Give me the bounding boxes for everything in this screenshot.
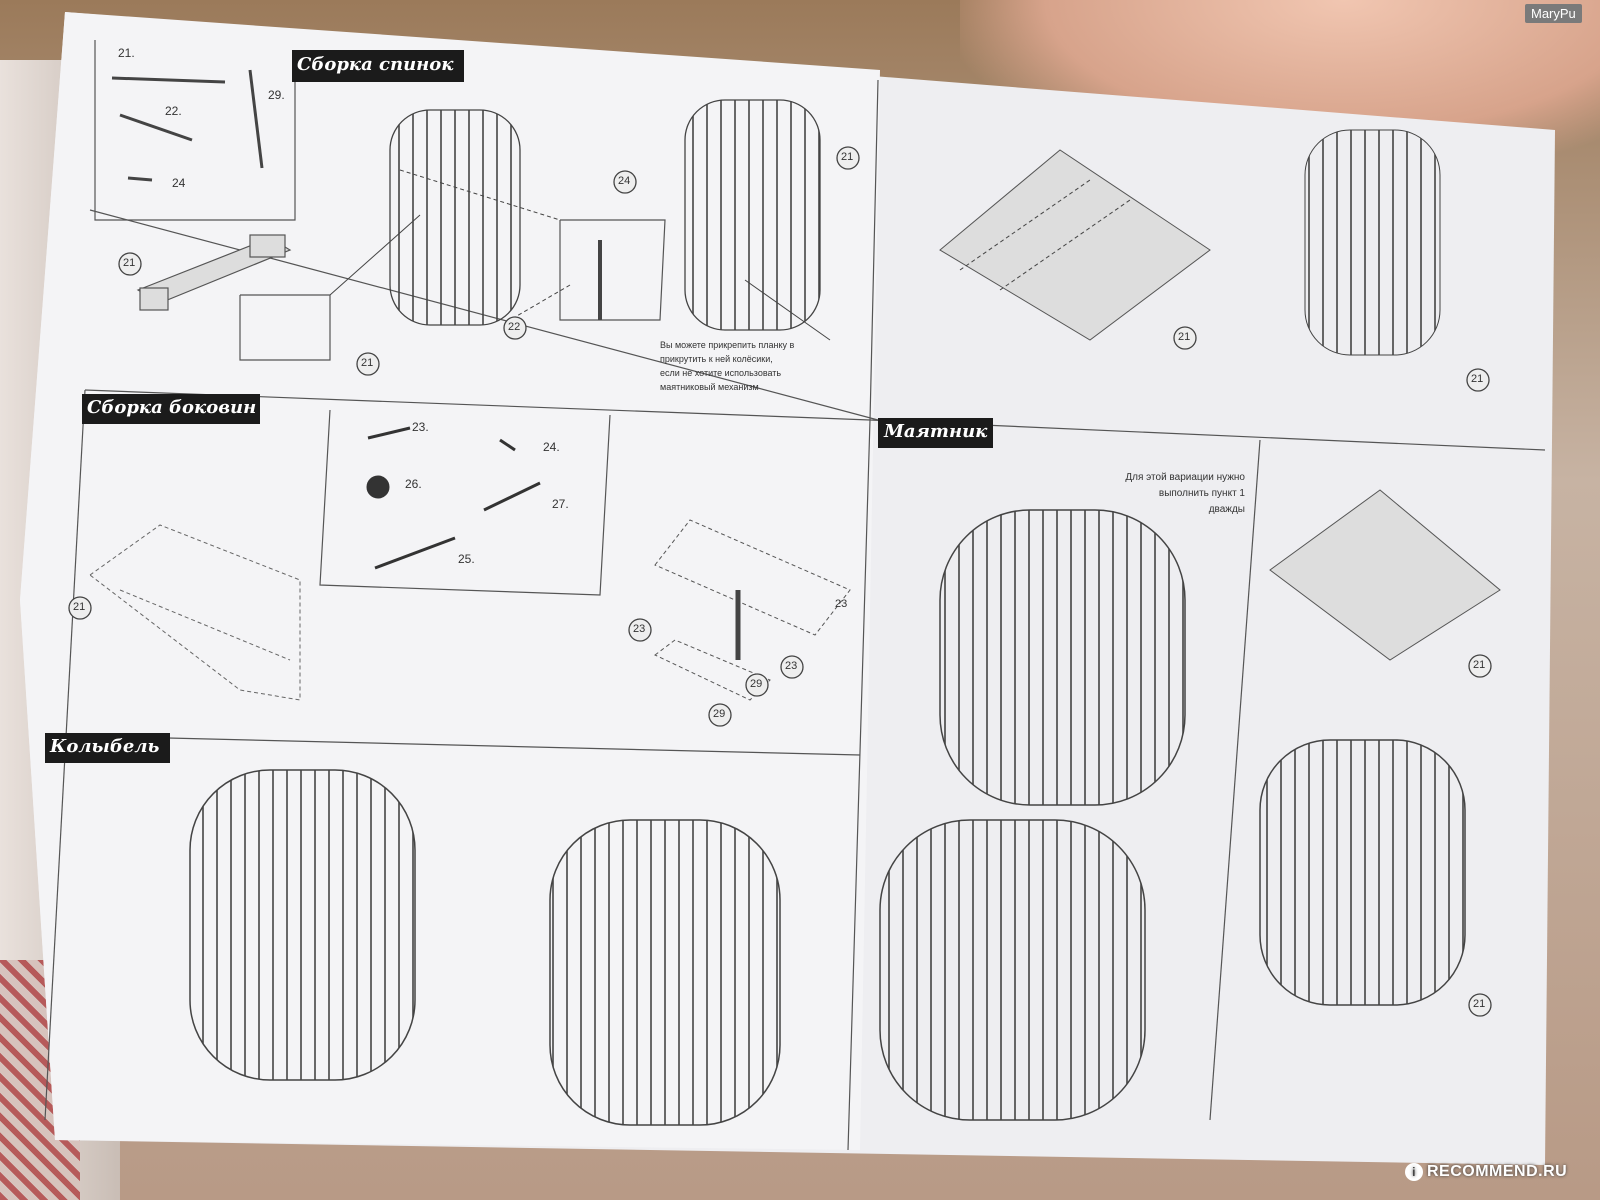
callout-21-f: 21	[73, 601, 86, 613]
wheels-note-line: если не хотите использовать	[660, 368, 782, 378]
pendulum-crib-drawing-2	[879, 819, 1146, 1121]
callout-21-b: 21	[361, 357, 374, 369]
part-label-23: 23.	[412, 420, 429, 434]
part-label-26: 26.	[405, 477, 422, 491]
frame-assembly-drawing	[939, 149, 1211, 341]
section-cradle-title: Колыбель	[50, 736, 160, 757]
pendulum-note-line: дважды	[1208, 504, 1245, 515]
part-label-25: 25.	[458, 552, 475, 566]
pendulum-note-line: выполнить пункт 1	[1158, 488, 1245, 499]
part-label-22: 22.	[165, 104, 182, 118]
sides-header-box	[82, 394, 260, 424]
part-label-24: 24	[172, 176, 186, 190]
cradle-drawing-2	[549, 819, 781, 1126]
back-drawing-1	[389, 109, 521, 326]
pendulum-crib-drawing-1	[939, 509, 1186, 806]
callout-23-a: 23	[633, 623, 646, 635]
pendulum-note-line: Для этой вариации нужно	[1125, 472, 1245, 483]
callout-21-a: 21	[123, 257, 136, 269]
pendulum-crib-drawing-3	[1259, 739, 1466, 1006]
callout-21-g: 21	[1473, 659, 1486, 671]
section-backs-title: Сборка спинок	[297, 54, 454, 75]
callout-21-c: 21	[841, 151, 854, 163]
callout-21-h: 21	[1473, 998, 1486, 1010]
pendulum-note: Для этой вариации нужно выполнить пункт …	[1060, 470, 1245, 518]
wheels-note: Вы можете прикрепить планку в прикрутить…	[660, 338, 850, 394]
callout-24: 24	[618, 175, 631, 187]
cradle-header-box	[45, 733, 170, 763]
watermark-site-text: RECOMMEND.RU	[1427, 1163, 1568, 1181]
wheels-note-line: прикрутить к ней колёсики,	[660, 354, 773, 364]
recommend-logo-icon: i	[1405, 1163, 1423, 1181]
callout-22: 22	[508, 321, 521, 333]
backs-header-box	[292, 50, 464, 82]
callout-29-a: 29	[750, 678, 763, 690]
wheels-note-line: Вы можете прикрепить планку в	[660, 340, 795, 350]
part-label-29: 29.	[268, 88, 285, 102]
part-label-21: 21.	[118, 46, 135, 60]
pendulum-header-box	[878, 418, 993, 448]
callout-23-c: 23	[835, 598, 848, 610]
back-drawing-2	[684, 99, 821, 331]
callout-21-e: 21	[1471, 373, 1484, 385]
watermark-username: MaryPu	[1525, 4, 1582, 23]
wheels-note-line: маятниковый механизм	[660, 382, 759, 392]
section-sides-title: Сборка боковин	[87, 397, 257, 418]
cradle-drawing-1	[189, 769, 416, 1081]
callout-23-b: 23	[785, 660, 798, 672]
cylinder-drawing-right	[1304, 129, 1441, 356]
callout-21-d: 21	[1178, 331, 1191, 343]
part-label-24b: 24.	[543, 440, 560, 454]
callout-29-b: 29	[713, 708, 726, 720]
part-label-27: 27.	[552, 497, 569, 511]
section-pendulum-title: Маятник	[884, 421, 988, 442]
